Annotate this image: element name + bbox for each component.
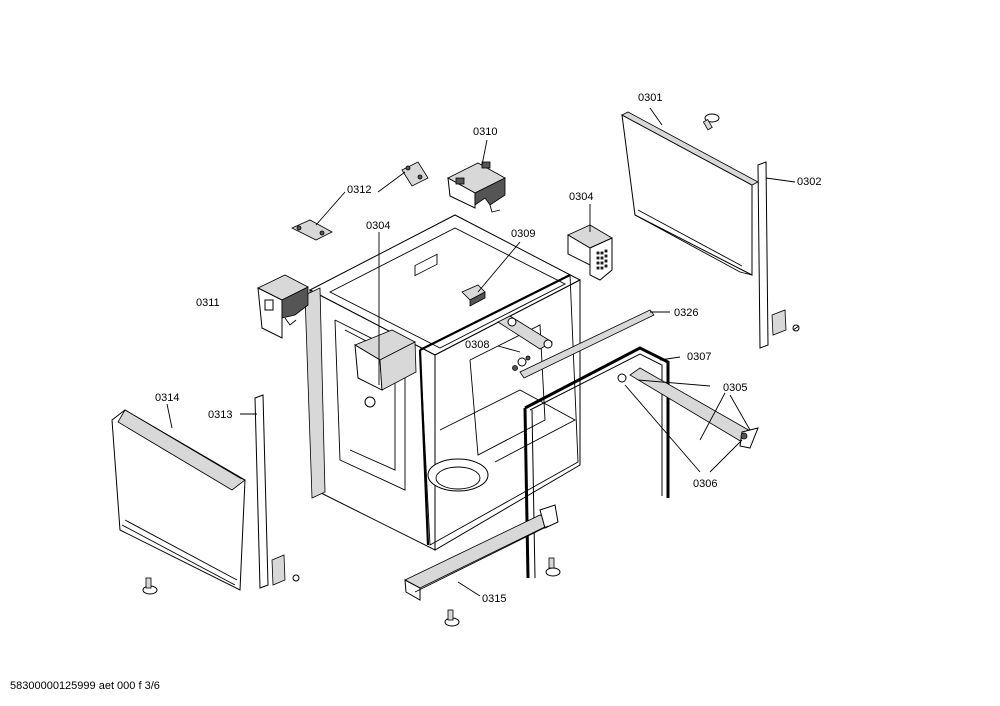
label-0326: 0326 bbox=[674, 307, 698, 319]
part-0307-door-seal bbox=[523, 346, 670, 579]
label-0305: 0305 bbox=[723, 382, 747, 394]
label-0312: 0312 bbox=[347, 184, 371, 196]
label-0315: 0315 bbox=[482, 593, 506, 605]
label-0314: 0314 bbox=[155, 392, 179, 404]
part-0304-bracket-left bbox=[354, 329, 417, 408]
part-0326-strip bbox=[519, 309, 655, 379]
part-0315-rail bbox=[404, 504, 559, 601]
label-0304-left: 0304 bbox=[366, 220, 390, 232]
part-0308-hinge-set bbox=[497, 315, 553, 371]
label-0306: 0306 bbox=[693, 478, 717, 490]
document-footer-id: 58300000125999 aet 000 f 3/6 bbox=[10, 680, 160, 692]
part-0312-brackets bbox=[291, 161, 429, 241]
part-0314-front-panel bbox=[111, 409, 246, 591]
label-0310: 0310 bbox=[473, 126, 497, 138]
tub-body bbox=[304, 214, 582, 551]
part-0310-bracket bbox=[447, 161, 506, 213]
label-0309: 0309 bbox=[511, 228, 535, 240]
part-0311-bracket bbox=[257, 274, 309, 339]
screw-bottom-center bbox=[444, 609, 460, 627]
part-0301-side-panel bbox=[621, 111, 759, 276]
label-0302: 0302 bbox=[797, 176, 821, 188]
screw-bottom-right bbox=[545, 557, 561, 577]
part-0302-strip bbox=[757, 161, 800, 349]
screw-bottom-left bbox=[142, 577, 158, 595]
part-0304-bracket-right bbox=[567, 224, 613, 281]
label-0313: 0313 bbox=[208, 409, 232, 421]
part-labels: 0301 0302 0304 0304 0305 0306 0307 0308 … bbox=[155, 92, 821, 605]
leader-lines bbox=[166, 107, 796, 597]
label-0304-right: 0304 bbox=[569, 191, 593, 203]
part-0313-strip bbox=[254, 394, 300, 589]
label-0308: 0308 bbox=[465, 339, 489, 351]
label-0311: 0311 bbox=[196, 297, 220, 309]
label-0301: 0301 bbox=[638, 92, 662, 104]
label-0307: 0307 bbox=[687, 351, 711, 363]
screw-top-right bbox=[702, 113, 720, 131]
part-0309-clip bbox=[461, 284, 486, 307]
